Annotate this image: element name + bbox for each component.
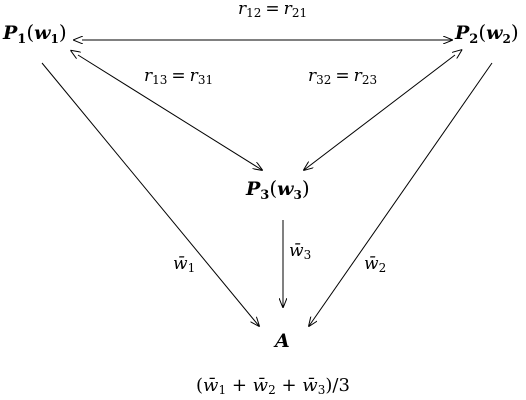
node-a-symbol: A: [275, 330, 290, 352]
node-p3-weight: w: [277, 178, 294, 200]
node-p3-index: 3: [260, 188, 270, 203]
node-p1-weight: w: [34, 22, 51, 44]
edge-label-r13: r13=r31: [144, 66, 214, 87]
edge-label-w3bar: w̄3: [289, 241, 312, 262]
edge-label-r12: r12=r21: [238, 0, 308, 20]
edge-p2-a: [309, 62, 493, 326]
node-a: A: [275, 332, 290, 351]
node-p1-symbol: P: [3, 22, 18, 44]
node-p2-weight: w: [486, 22, 503, 44]
node-p2: P2(w2): [455, 20, 519, 47]
node-p2-weight-index: 2: [502, 32, 511, 46]
node-p2-symbol: P: [455, 22, 470, 44]
edge-p1-p3: [78, 55, 262, 170]
edge-p2-p3: [304, 55, 455, 170]
node-p3-weight-index: 3: [293, 188, 302, 202]
node-p1-weight-index: 1: [50, 32, 59, 46]
node-p3: P3(w3): [246, 176, 310, 203]
edge-label-w2bar: w̄2: [364, 254, 387, 275]
edge-label-w1bar: w̄1: [173, 254, 196, 275]
edge-p1-a: [41, 62, 259, 326]
edge-label-r32: r32=r23: [308, 66, 378, 87]
node-p3-symbol: P: [246, 178, 261, 200]
node-p1-index: 1: [17, 32, 27, 47]
node-p1: P1(w1): [3, 20, 67, 47]
average-formula: (w̄1 + w̄2 + w̄3)/3: [196, 375, 350, 397]
node-p2-index: 2: [469, 32, 479, 47]
